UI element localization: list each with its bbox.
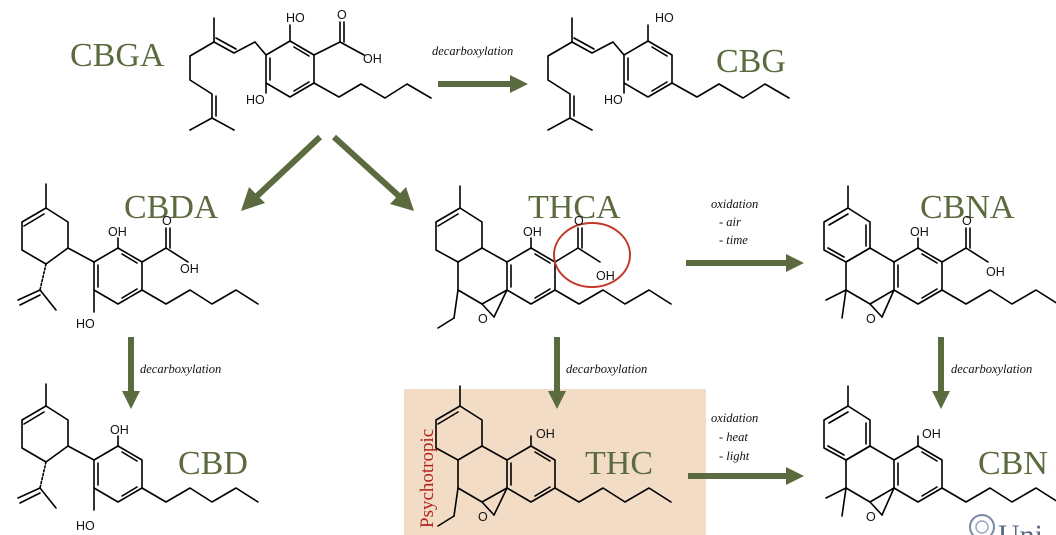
structure-cbg <box>547 17 790 131</box>
arrow-cbga-to-thca <box>331 134 414 211</box>
compound-name-thc: THC <box>585 445 653 482</box>
step-label-decarboxylation: decarboxylation <box>951 362 1032 376</box>
atom-label-o: O <box>866 510 876 524</box>
compound-name-cbn: CBN <box>978 445 1048 482</box>
atom-label-oh: OH <box>596 269 615 283</box>
arrow-cbga-to-cbg <box>438 75 528 93</box>
compound-name-thca: THCA <box>528 189 621 226</box>
university-logo: Uni <box>969 514 1043 535</box>
atom-label-ho: HO <box>655 11 674 25</box>
compound-name-cbda: CBDA <box>124 189 219 226</box>
atom-label-oh: OH <box>536 427 555 441</box>
atom-label-o: O <box>478 312 488 326</box>
step-label-air: - air <box>719 215 741 229</box>
atom-label-o: O <box>337 8 347 22</box>
structure-cbda <box>17 183 259 313</box>
logo-seal-icon <box>969 514 995 535</box>
atom-label-ho: HO <box>286 11 305 25</box>
compound-name-cbg: CBG <box>716 43 786 80</box>
atom-label-oh: OH <box>110 423 129 437</box>
atom-label-ho: HO <box>76 317 95 331</box>
step-label-decarboxylation: decarboxylation <box>566 362 647 376</box>
atom-label-oh: OH <box>180 262 199 276</box>
structure-thca <box>435 185 672 329</box>
structure-cbga <box>189 17 432 131</box>
atom-label-oh: OH <box>108 225 127 239</box>
compound-name-cbd: CBD <box>178 445 248 482</box>
step-label-decarboxylation: decarboxylation <box>140 362 221 376</box>
structure-cbd <box>17 383 259 511</box>
atom-label-ho: HO <box>76 519 95 533</box>
atom-label-oh: OH <box>922 427 941 441</box>
atom-label-oh: OH <box>910 225 929 239</box>
structure-cbn <box>823 385 1056 517</box>
logo-text: Uni <box>998 519 1043 535</box>
atom-label-oh: OH <box>986 265 1005 279</box>
step-label-heat: - heat <box>719 430 748 444</box>
step-label-time: - time <box>719 233 748 247</box>
psychotropic-label: Psychotropic <box>417 429 438 528</box>
atom-label-oh: OH <box>523 225 542 239</box>
step-label-oxidation: oxidation <box>711 411 758 425</box>
arrow-cbna-to-cbn <box>932 337 950 409</box>
atom-label-o: O <box>574 214 584 228</box>
step-label-light: - light <box>719 449 750 463</box>
structure-thc <box>435 385 672 527</box>
arrow-thca-to-thc <box>548 337 566 409</box>
step-label-oxidation: oxidation <box>711 197 758 211</box>
arrow-cbda-to-cbd <box>122 337 140 409</box>
atom-label-o: O <box>478 510 488 524</box>
atom-label-ho: HO <box>604 93 623 107</box>
atom-label-ho: HO <box>246 93 265 107</box>
arrow-thca-to-cbna <box>686 254 804 272</box>
atom-label-oh: OH <box>363 52 382 66</box>
compound-name-cbna: CBNA <box>920 189 1015 226</box>
compound-name-cbga: CBGA <box>70 37 165 74</box>
atom-label-o: O <box>162 214 172 228</box>
arrow-cbga-to-cbda <box>241 134 323 211</box>
atom-label-o: O <box>866 312 876 326</box>
step-label-decarboxylation: decarboxylation <box>432 44 513 58</box>
atom-label-o: O <box>962 214 972 228</box>
structure-cbna <box>823 185 1056 319</box>
arrow-thc-to-cbn <box>688 467 804 485</box>
carboxyl-highlight-circle <box>553 222 631 288</box>
